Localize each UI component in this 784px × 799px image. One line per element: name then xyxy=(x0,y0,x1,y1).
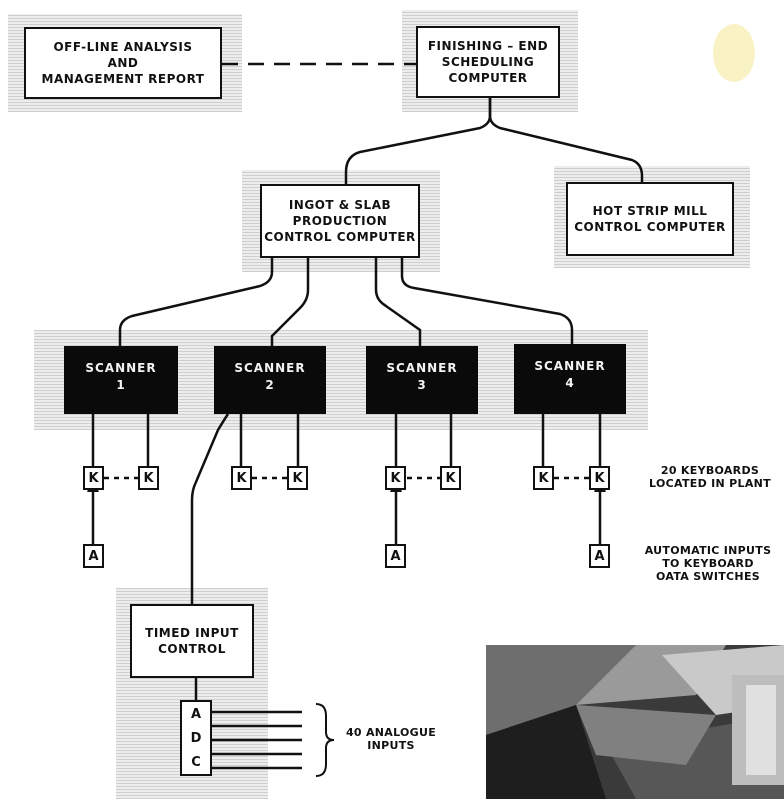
link-ingot-scanner2 xyxy=(270,258,310,346)
keyboards-note: 20 KEYBOARDS LOCATED IN PLANT xyxy=(649,464,771,490)
scanner-title: SCANNER xyxy=(534,359,606,373)
scanner-title: SCANNER xyxy=(85,361,157,375)
link-finishing-ingot xyxy=(344,98,492,184)
adc-letter: A xyxy=(190,706,202,722)
keyboard-box: K xyxy=(589,466,610,490)
auto-input-box: A xyxy=(385,544,406,568)
ingot-computer-box: INGOT & SLAB PRODUCTION CONTROL COMPUTER xyxy=(260,184,420,258)
scanner-number: 3 xyxy=(417,378,427,392)
automatic-inputs-note: AUTOMATIC INPUTS TO KEYBOARD OATA SWITCH… xyxy=(644,544,772,583)
keyboard-box: K xyxy=(533,466,554,490)
timed-input-box: TIMED INPUT CONTROL xyxy=(130,604,254,678)
scanner-number: 1 xyxy=(116,378,126,392)
link-ingot-scanner3 xyxy=(374,258,422,346)
link-ingot-scanner1 xyxy=(118,258,274,346)
hotstrip-computer-box: HOT STRIP MILL CONTROL COMPUTER xyxy=(566,182,734,256)
keyboard-box: K xyxy=(83,466,104,490)
paper-stain xyxy=(713,24,755,82)
analogue-inputs-note: 40 ANALOGUE INPUTS xyxy=(345,726,437,752)
keyboard-box: K xyxy=(138,466,159,490)
machinery-photo xyxy=(486,645,784,799)
scanner-4: SCANNER 4 xyxy=(514,344,626,414)
link-scanner2-timed xyxy=(190,413,230,604)
scanner-title: SCANNER xyxy=(234,361,306,375)
scanner-title: SCANNER xyxy=(386,361,458,375)
offline-analysis-box: OFF-LINE ANALYSIS AND MANAGEMENT REPORT xyxy=(24,27,222,99)
finishing-computer-box: FINISHING – END SCHEDULING COMPUTER xyxy=(416,26,560,98)
adc-letter: C xyxy=(191,754,201,770)
scanner-1: SCANNER 1 xyxy=(64,346,178,414)
scanner-2: SCANNER 2 xyxy=(214,346,326,414)
link-finishing-hotstrip xyxy=(488,98,644,182)
adc-letter: D xyxy=(190,730,202,746)
scanner-number: 4 xyxy=(565,376,575,390)
link-ingot-scanner4 xyxy=(400,258,574,346)
auto-input-box: A xyxy=(589,544,610,568)
scanner-3: SCANNER 3 xyxy=(366,346,478,414)
keyboard-box: K xyxy=(385,466,406,490)
keyboard-box: K xyxy=(287,466,308,490)
adc-box: A D C xyxy=(180,700,212,776)
keyboard-box: K xyxy=(231,466,252,490)
keyboard-box: K xyxy=(440,466,461,490)
scanner-number: 2 xyxy=(265,378,275,392)
auto-input-box: A xyxy=(83,544,104,568)
